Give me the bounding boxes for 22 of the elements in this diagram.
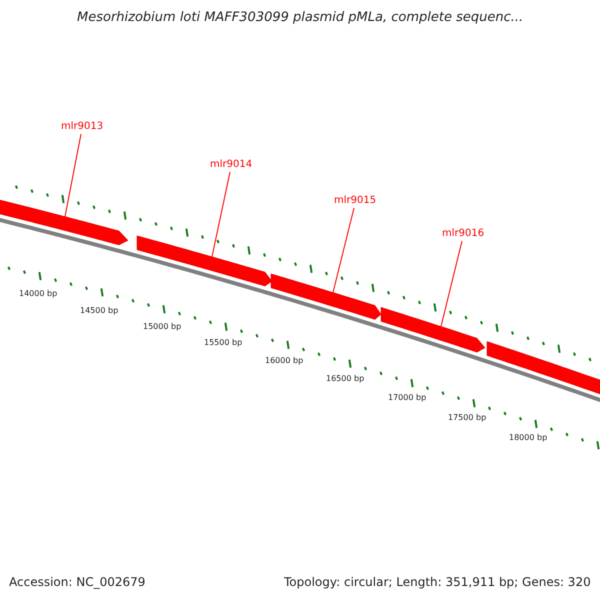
gene-label: mlr9015	[334, 195, 376, 207]
scale-label: 18000 bp	[509, 433, 548, 443]
leader-line	[212, 172, 230, 258]
gene-block	[486, 341, 600, 396]
leader-line	[332, 208, 354, 293]
gene-block	[270, 274, 382, 320]
gene-label: mlr9014	[210, 159, 252, 171]
leader-line	[64, 134, 82, 218]
gene-block	[0, 198, 128, 246]
accession-note: Accession: NC_002679	[9, 575, 146, 590]
gene-block	[380, 307, 486, 352]
gene-label: mlr9016	[442, 228, 484, 240]
summary-note: Topology: circular; Length: 351,911 bp; Genes: 320	[284, 575, 591, 590]
scale-label: 14000 bp	[19, 289, 58, 299]
scale-label: 15500 bp	[204, 338, 242, 348]
scale-label: 17000 bp	[388, 393, 426, 403]
gene-block	[136, 236, 272, 286]
gene-label: mlr9013	[61, 121, 104, 133]
scale-label: 15000 bp	[143, 322, 182, 332]
leader-line	[440, 240, 462, 327]
title: Mesorhizobium loti MAFF303099 plasmid pMLa, complete sequenc...	[77, 10, 524, 26]
scale-label: 16000 bp	[265, 356, 304, 366]
